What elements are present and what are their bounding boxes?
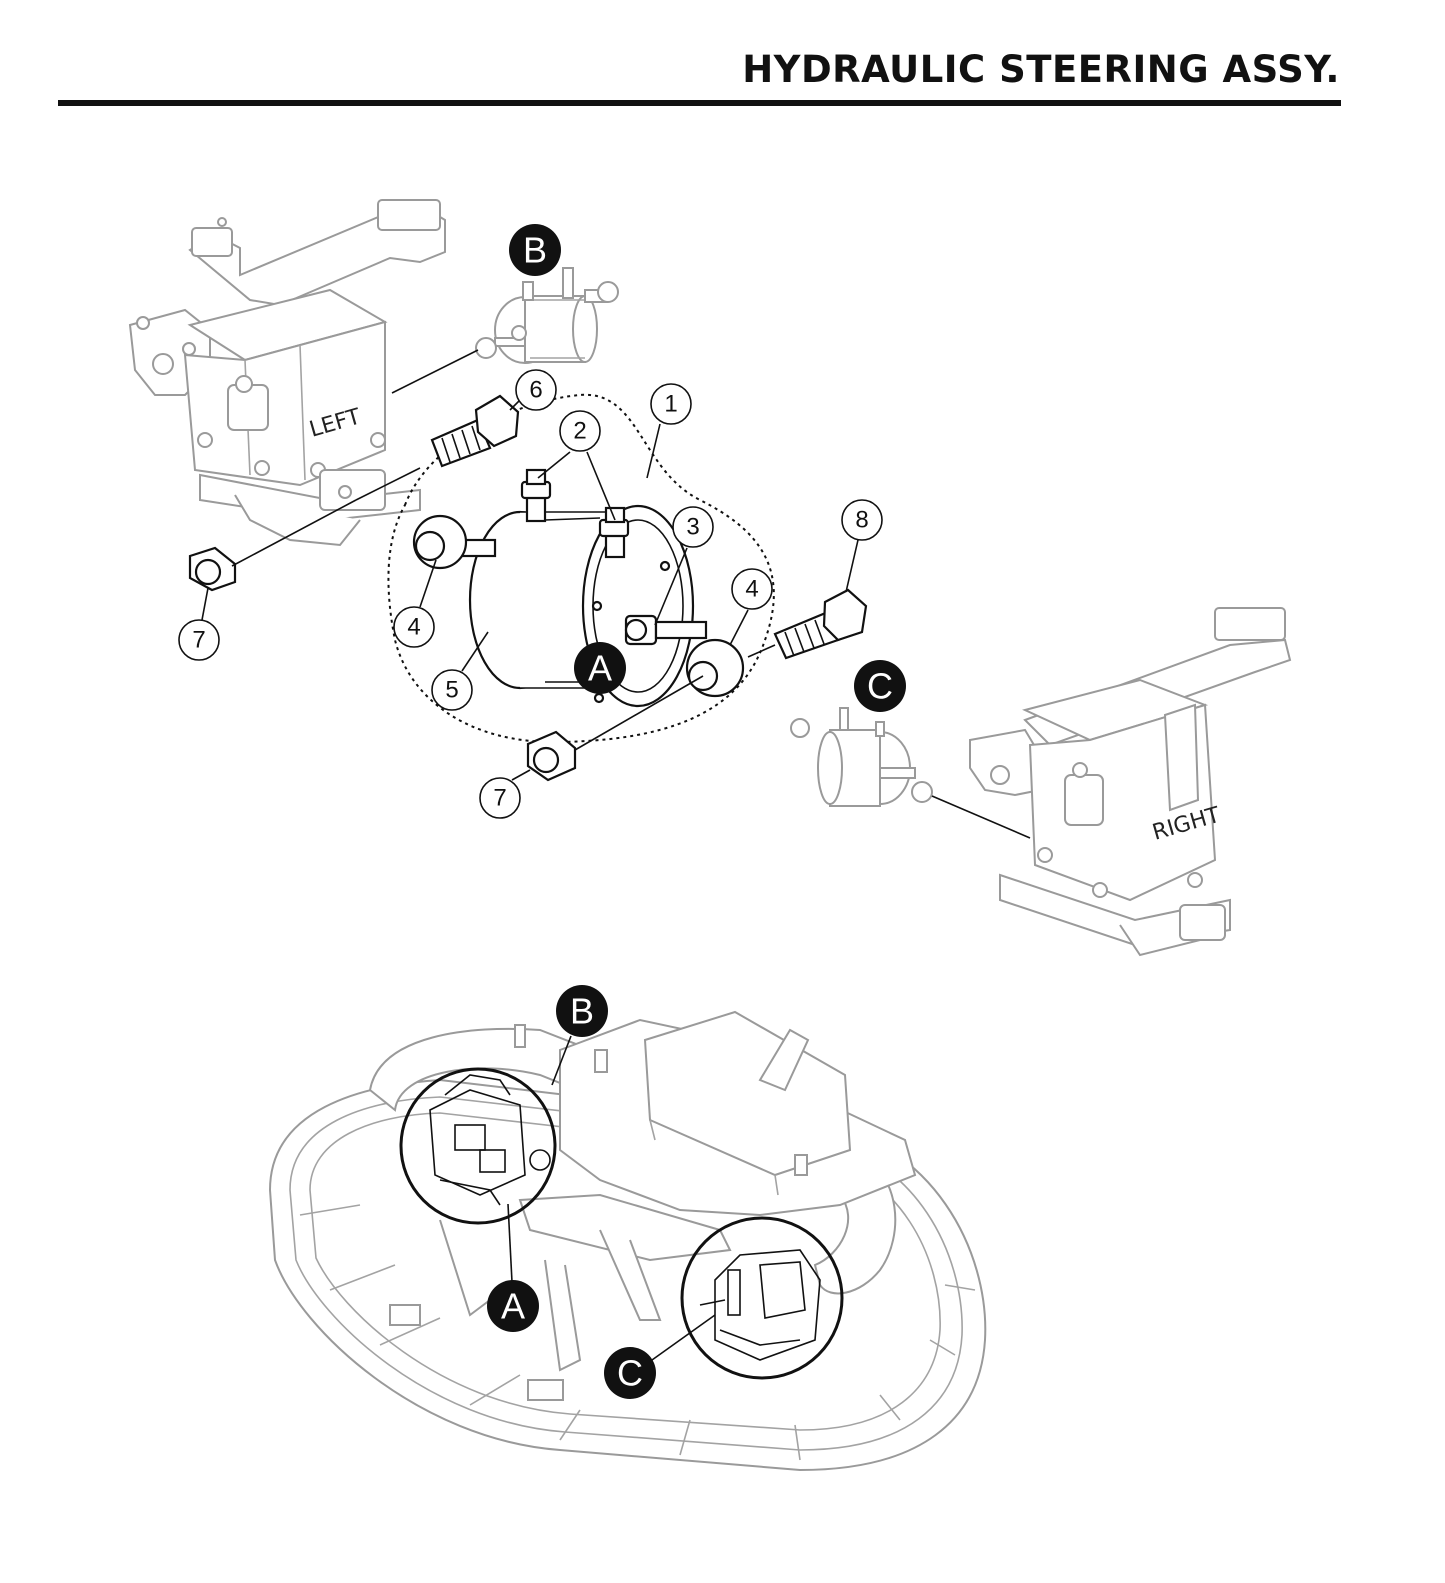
cylinder-c-ghost bbox=[790, 707, 933, 807]
svg-text:1: 1 bbox=[664, 391, 677, 418]
callout-2: 2 bbox=[537, 410, 616, 521]
right-gearbox: RIGHT bbox=[969, 607, 1292, 957]
magnifier-right bbox=[680, 1216, 844, 1380]
svg-text:A: A bbox=[588, 648, 612, 689]
svg-text:C: C bbox=[617, 1353, 643, 1394]
callout-4-left: 4 bbox=[393, 559, 437, 648]
svg-text:B: B bbox=[523, 230, 547, 271]
machine-overview bbox=[268, 1010, 987, 1472]
callout-3: 3 bbox=[654, 506, 714, 626]
badge-c-detail: C bbox=[854, 660, 906, 712]
bolt-6 bbox=[430, 394, 520, 468]
badge-a-detail: A bbox=[574, 642, 626, 694]
callout-4-right: 4 bbox=[729, 568, 773, 646]
svg-text:5: 5 bbox=[445, 677, 458, 704]
bolt-8 bbox=[773, 588, 868, 660]
svg-text:A: A bbox=[501, 1286, 525, 1327]
callout-1: 1 bbox=[646, 383, 692, 479]
cylinder-b-ghost bbox=[475, 267, 619, 364]
magnifier-left bbox=[399, 1067, 557, 1225]
assembly-boundary bbox=[387, 393, 775, 744]
badge-b-overview: B bbox=[556, 985, 608, 1037]
callout-8: 8 bbox=[841, 499, 883, 593]
nut-7-right bbox=[526, 730, 577, 782]
svg-text:4: 4 bbox=[745, 576, 758, 603]
badge-b-detail: B bbox=[509, 224, 561, 276]
svg-text:6: 6 bbox=[529, 377, 542, 404]
svg-text:8: 8 bbox=[855, 507, 868, 534]
page-title: HYDRAULIC STEERING ASSY. bbox=[742, 48, 1340, 91]
nut-7-left bbox=[188, 546, 237, 592]
callout-7-left: 7 bbox=[178, 587, 220, 661]
svg-text:7: 7 bbox=[493, 785, 506, 812]
svg-text:B: B bbox=[570, 991, 594, 1032]
left-gearbox: LEFT bbox=[128, 199, 446, 547]
callout-7-right: 7 bbox=[479, 769, 531, 819]
svg-text:7: 7 bbox=[192, 627, 205, 654]
svg-text:C: C bbox=[867, 666, 893, 707]
badge-c-overview: C bbox=[604, 1347, 656, 1399]
title-rule bbox=[58, 100, 1341, 106]
badge-a-overview: A bbox=[487, 1280, 539, 1332]
callout-6: 6 bbox=[509, 369, 557, 411]
svg-text:3: 3 bbox=[686, 514, 699, 541]
svg-text:2: 2 bbox=[573, 418, 586, 445]
svg-text:4: 4 bbox=[407, 614, 420, 641]
callout-5: 5 bbox=[431, 631, 489, 711]
